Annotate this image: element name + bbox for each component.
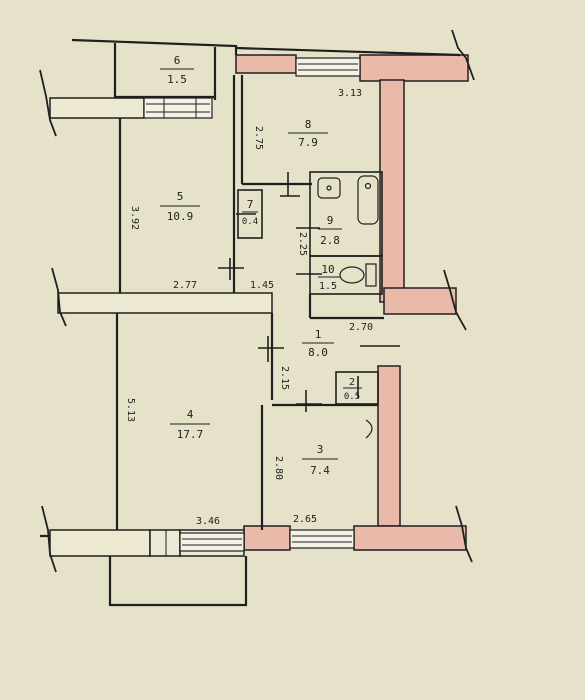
break-marks xyxy=(39,29,475,573)
window-left-top xyxy=(143,97,213,119)
room-number: 4 xyxy=(187,408,194,421)
sink xyxy=(317,177,341,199)
room-6-label: 6 1.5 xyxy=(160,54,194,86)
wall-bottom-left-seg xyxy=(149,529,181,557)
dimension-label: 2.15 xyxy=(279,366,290,390)
dimension-label: 2.70 xyxy=(349,322,373,333)
room-number: 3 xyxy=(317,443,324,456)
dimension-label: 2.65 xyxy=(293,514,317,525)
room-9-label: 9 2.8 xyxy=(318,214,342,247)
windows xyxy=(143,57,361,552)
toilet-bowl xyxy=(339,266,365,284)
wall-wc xyxy=(309,255,383,295)
wall-right-lower xyxy=(377,365,401,527)
room-area: 2.8 xyxy=(320,234,340,247)
sink-drain xyxy=(326,185,332,191)
wall-right-column xyxy=(379,79,405,303)
wall-closet2 xyxy=(335,371,379,405)
wall-left-top xyxy=(49,97,145,119)
break-mark xyxy=(451,29,475,81)
room-8-label: 8 7.9 xyxy=(288,118,328,149)
room-area: 17.7 xyxy=(177,428,204,441)
bathtub-drain xyxy=(364,182,372,190)
window-bottom-right xyxy=(289,529,355,549)
room-area: 0.5 xyxy=(344,392,360,402)
window-glazing xyxy=(146,63,358,556)
dimension-label: 2.80 xyxy=(273,456,284,480)
wall-top-right xyxy=(359,54,469,82)
room-2-label: 2 0.5 xyxy=(343,377,362,402)
wall-right-mid xyxy=(383,287,457,315)
dimension-label: 3.92 xyxy=(129,206,140,230)
dimension-label: 5.13 xyxy=(125,398,136,422)
sink-room3-outline xyxy=(365,419,373,439)
sink-room3 xyxy=(365,419,373,439)
wall-left-bottom xyxy=(49,529,151,557)
sink-outline xyxy=(317,177,341,199)
window-top xyxy=(295,57,361,77)
room-4-label: 4 17.7 xyxy=(170,408,210,441)
dimension-label: 2.25 xyxy=(297,232,308,256)
room-number: 8 xyxy=(305,118,312,131)
room-3-label: 3 7.4 xyxy=(302,443,338,477)
wall-top-edge xyxy=(71,38,238,55)
room-area: 7.4 xyxy=(310,464,330,477)
break-mark xyxy=(51,267,67,327)
room-area: 1.5 xyxy=(167,73,187,86)
window-bottom-left xyxy=(179,532,245,552)
dimension-label: 2.75 xyxy=(253,126,264,150)
break-mark xyxy=(443,269,467,331)
wall-lower-balcony xyxy=(108,556,248,607)
wall-top-mid xyxy=(235,54,297,74)
room-labels: 6 1.5 8 7.9 5 10.9 7 0.4 9 2.8 10 1.5 xyxy=(160,54,362,477)
bathtub-outline xyxy=(357,175,379,225)
room-area: 1.5 xyxy=(319,281,337,292)
room-number: 5 xyxy=(177,190,184,203)
break-mark xyxy=(39,69,57,137)
room-number: 10 xyxy=(321,263,334,276)
room-number: 9 xyxy=(327,214,334,227)
room-1-label: 1 8.0 xyxy=(302,328,334,359)
break-mark xyxy=(41,505,57,573)
room-area: 10.9 xyxy=(167,210,194,223)
wall-bottom-right xyxy=(353,525,467,551)
wall-top-edge xyxy=(235,46,461,57)
load-bearing-walls xyxy=(235,54,469,551)
door-marks xyxy=(218,172,400,412)
toilet-tank xyxy=(365,263,377,287)
room-10-label: 10 1.5 xyxy=(318,263,340,292)
room-area: 7.9 xyxy=(298,136,318,149)
dimension-labels: 3.13 2.75 3.92 2.77 1.45 2.25 2.70 2.15 … xyxy=(125,88,373,527)
room-area: 8.0 xyxy=(308,346,328,359)
room-area: 0.4 xyxy=(242,217,258,227)
toilet xyxy=(339,263,377,287)
wall-bottom-mid xyxy=(243,525,291,551)
dimension-label: 1.45 xyxy=(250,280,274,291)
room-7-label: 7 0.4 xyxy=(242,198,258,227)
bathtub xyxy=(357,175,379,225)
room-number: 6 xyxy=(174,54,181,67)
room-number: 2 xyxy=(349,377,355,388)
dimension-label: 2.77 xyxy=(173,280,197,291)
room-number: 7 xyxy=(247,198,254,211)
dimension-label: 3.46 xyxy=(196,516,220,527)
wall-left-middle xyxy=(57,292,273,314)
room-number: 1 xyxy=(315,328,322,341)
room-5-label: 5 10.9 xyxy=(160,190,200,223)
break-mark xyxy=(455,505,473,563)
dimension-label: 3.13 xyxy=(338,88,362,99)
